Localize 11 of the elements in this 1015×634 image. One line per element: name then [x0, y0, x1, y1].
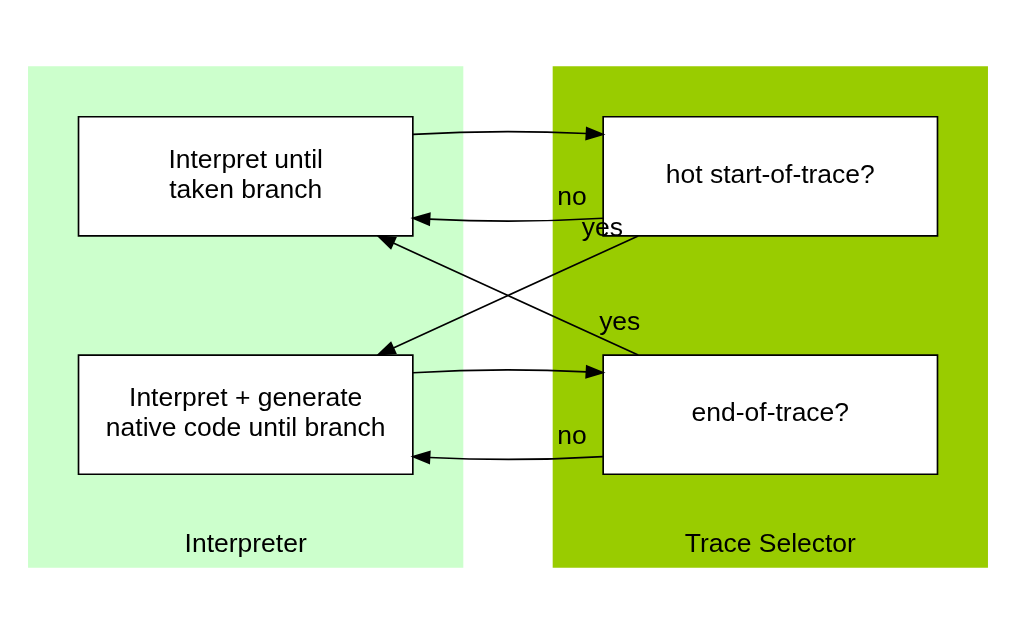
arrow	[375, 235, 639, 356]
edge-label: no	[556, 419, 587, 450]
node-box: Interpret until taken branch	[77, 115, 414, 237]
arrow	[411, 364, 605, 379]
arrow	[410, 450, 604, 465]
edge-label: no	[556, 181, 587, 212]
node-box: Interpret + generate native code until branch	[77, 354, 414, 476]
node-box: end-of-trace?	[601, 354, 938, 476]
arrow	[411, 126, 605, 141]
edge-label: yes	[598, 305, 640, 336]
arrow	[410, 212, 604, 227]
